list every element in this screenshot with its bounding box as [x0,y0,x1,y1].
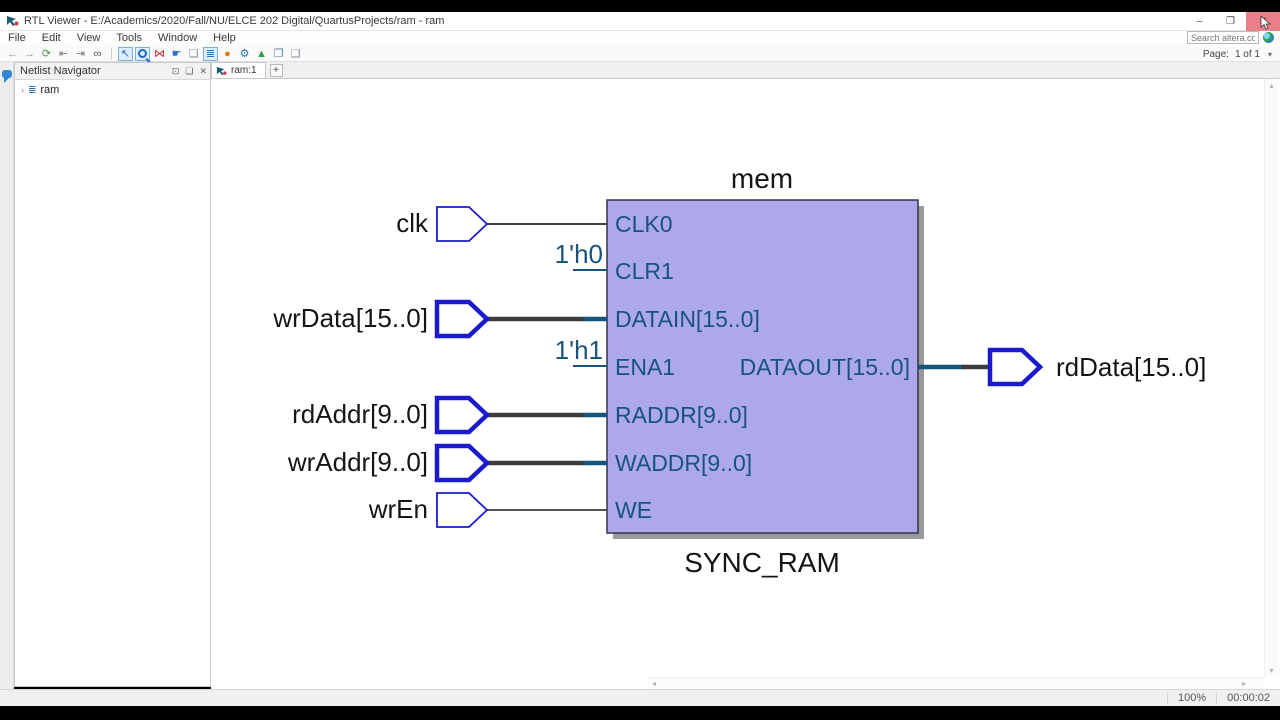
pin-rddata[interactable] [987,347,1044,387]
fit-page-icon[interactable]: ⇤ [58,47,69,60]
forward-icon[interactable]: → [24,47,35,60]
tab-bar: ram:1 + [211,62,1280,79]
menu-edit[interactable]: Edit [41,32,61,44]
tree-item-label: ram [40,84,60,96]
port-raddr: RADDR[9..0] [615,402,748,428]
chevron-down-icon[interactable]: ▾ [1267,49,1272,59]
goto-page-icon[interactable]: ❏ [188,47,199,60]
constant-clr1[interactable]: 1'h0 [555,239,603,269]
port-clr1: CLR1 [615,258,674,284]
pin-label-wren: wrEn [368,494,428,524]
zoom-level: 100% [1178,692,1207,704]
status-bar: 100% 00:00:02 [0,689,1280,706]
back-icon[interactable]: ← [7,47,18,60]
instance-label: mem [731,163,793,194]
menu-file[interactable]: File [8,32,26,44]
app-logo-icon [7,16,19,26]
toolbar: ← → ⟳ ⇤ ⇥ ∞ ↖ ⋈ ☛ ❏ ≣ ● ⚙ ▲ ❐ ❑ Page: 1 … [0,46,1280,62]
netlist-navigator-panel: Netlist Navigator ⊡ ❏ ✕ › ≣ ram [14,62,211,687]
scroll-up-icon[interactable]: ▴ [1269,81,1274,90]
toolbar-separator [111,47,112,60]
constant-ena1[interactable]: 1'h1 [555,335,603,365]
rtl-schematic: mem SYNC_RAM 1'h0 1'h1 [272,163,1206,578]
pin-label-wraddr: wrAddr[9..0] [287,447,428,477]
panel-close-icon[interactable]: ✕ [199,65,207,76]
menu-window[interactable]: Window [158,32,198,44]
port-we: WE [615,497,652,523]
select-tool-icon[interactable]: ↖ [118,46,133,61]
restore-button[interactable]: ❐ [1226,16,1235,27]
pin-label-wrdata: wrData[15..0] [272,303,428,333]
find-icon[interactable]: ∞ [93,47,102,60]
panel-title: Netlist Navigator [20,65,101,77]
tree-item-ram[interactable]: › ≣ ram [15,80,210,96]
hierarchy-tool-icon[interactable]: ≣ [203,46,218,61]
port-clk0: CLK0 [615,211,673,237]
letterbox-bottom [0,706,1280,720]
window-title: RTL Viewer - E:/Academics/2020/Fall/NU/E… [24,15,445,27]
page-control[interactable]: Page: 1 of 1 ▾ [1203,46,1272,62]
refresh-page-icon[interactable]: ⟳ [41,47,52,60]
menu-help[interactable]: Help [213,32,236,44]
ram-block[interactable] [606,199,919,534]
export-icon[interactable]: ❑ [290,47,301,60]
pin-rdaddr[interactable] [434,395,491,435]
pin-clk[interactable] [436,206,489,242]
port-datain: DATAIN[15..0] [615,306,760,332]
menu-tools[interactable]: Tools [116,32,143,44]
globe-icon [1263,32,1274,43]
port-ena1: ENA1 [615,354,675,380]
tab-ram1[interactable]: ram:1 [211,62,266,78]
schematic-canvas: mem SYNC_RAM 1'h0 1'h1 [211,79,1280,689]
chevron-right-icon[interactable]: › [21,85,24,95]
page-value[interactable]: 1 of 1 [1234,48,1260,60]
elapsed-time: 00:00:02 [1227,692,1270,704]
pin-wrdata[interactable] [434,299,491,339]
hierarchy-node-icon: ≣ [28,84,37,96]
rtl-viewer-icon [216,66,227,75]
menu-bar: File Edit View Tools Window Help [0,31,1280,46]
fit-selection-icon[interactable]: ⋈ [154,47,165,60]
letterbox-top [0,0,1280,12]
scroll-left-icon[interactable]: ◂ [651,679,656,688]
pin-label-rdaddr: rdAddr[9..0] [292,399,428,429]
port-waddr: WADDR[9..0] [615,450,752,476]
fit-width-icon[interactable]: ⇥ [75,47,86,60]
scroll-down-icon[interactable]: ▾ [1269,666,1274,675]
scroll-right-icon[interactable]: ▸ [1241,679,1246,688]
panel-title-bar: Netlist Navigator ⊡ ❏ ✕ [15,63,210,80]
close-button[interactable]: ✕ [1246,12,1280,31]
panel-dock-icon[interactable]: ⊡ [171,65,180,76]
pin-wraddr[interactable] [434,443,491,483]
filter-icon[interactable]: ▲ [256,47,267,60]
minimize-button[interactable]: – [1196,16,1203,27]
horizontal-scrollbar[interactable]: ◂ ▸ [648,677,1264,689]
title-bar: RTL Viewer - E:/Academics/2020/Fall/NU/E… [0,12,1280,31]
pin-label-rddata: rdData[15..0] [1056,352,1206,382]
add-tab-button[interactable]: + [269,64,283,77]
tab-label: ram:1 [231,65,257,76]
search-input[interactable] [1187,31,1259,44]
netlist-icon[interactable]: ● [224,47,231,60]
panel-float-icon[interactable]: ❏ [185,65,194,76]
dock-strip [0,62,14,689]
page-label: Page: [1202,48,1229,60]
message-bubble-icon[interactable] [2,70,12,83]
zoom-tool-icon[interactable] [135,46,150,61]
mouse-cursor-icon [1260,16,1272,30]
menu-view[interactable]: View [76,32,101,44]
pan-tool-icon[interactable]: ☛ [171,47,182,60]
pin-label-clk: clk [396,208,429,238]
port-dataout: DATAOUT[15..0] [740,354,910,380]
settings-icon[interactable]: ⚙ [239,47,250,60]
pin-wren[interactable] [436,492,489,528]
copy-icon[interactable]: ❐ [273,47,284,60]
vertical-scrollbar[interactable]: ▴ ▾ [1264,79,1278,677]
block-type-label: SYNC_RAM [684,547,840,578]
